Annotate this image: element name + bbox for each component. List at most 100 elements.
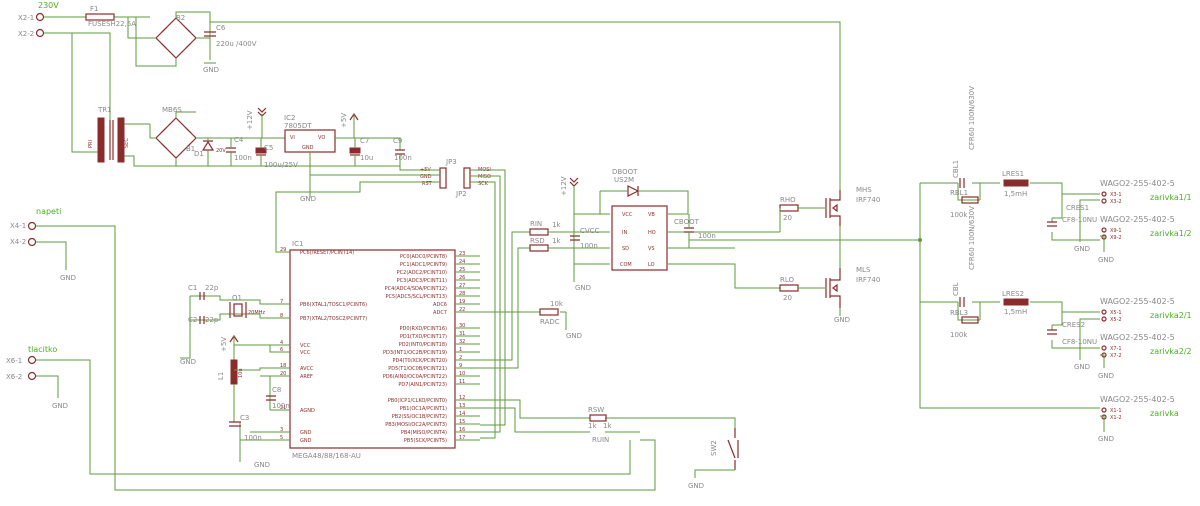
gnd-driver: GND (575, 284, 591, 292)
regulator-ic2: IC2 7805DT VI VO GND (284, 114, 336, 153)
ic1-pin-number: 18 (280, 363, 286, 369)
capacitor-c3: C3 100n (229, 414, 262, 442)
ic2-value: 7805DT (284, 122, 312, 130)
tr1-label: TR1 (97, 106, 112, 114)
cbl1-value: CFR60 100N/630V (968, 86, 976, 150)
ic1-pin-name: PC4(ADC4/SDA/PCINT12) (385, 286, 447, 292)
x2-1-label: X2-1 (18, 14, 34, 22)
gnd-out-2: GND (1098, 256, 1114, 264)
ruin-label: RUIN (592, 436, 609, 444)
cboot-value: 100n (698, 232, 716, 240)
ic1-label: IC1 (292, 240, 303, 248)
ic1-pin-name: AREF (300, 374, 313, 380)
ic1-pin-number: 23 (459, 251, 465, 257)
ic1-pin-name: PC5(ADC5/SCL/PCINT13) (386, 294, 448, 300)
ic1-pin-name: PD5(T1/OC0B/PCINT21) (388, 366, 447, 372)
ic1-pin-number: 10 (459, 371, 465, 377)
ic1-pin-name: PB1(OC1A/PCINT1) (400, 406, 447, 412)
ic1-pin-number: 2 (459, 355, 462, 361)
p5v-b-label: +5V (220, 337, 228, 352)
output-pin-1: X5-1 (1110, 310, 1122, 316)
ic1-pin-number: 25 (459, 267, 465, 273)
l1-value: 10u (238, 368, 244, 378)
ic1-pin-number: 5 (280, 435, 283, 441)
ic2-vi: VI (290, 135, 295, 141)
ic1-pin-name: AVCC (300, 366, 314, 372)
tlacitko-connector: tlacitko X6-1 X6-2 (6, 345, 57, 381)
rin-rsd-wires (548, 231, 610, 249)
capacitor-cvcc: CVCC 100n (570, 227, 600, 250)
gnd-crystal: GND (180, 358, 196, 366)
ic1-pin-name: VCC (300, 350, 311, 356)
rsd-label: RSD (530, 237, 545, 245)
gnd-ic2: GND (300, 195, 316, 203)
ic1-pin-name: PB0(ICP1/CLKO/PCINT0) (388, 398, 447, 404)
c3-label: C3 (240, 414, 249, 422)
ic1-pin-number: 4 (280, 340, 283, 346)
ic1-pin-name: PB2(SS/OC1B/PCINT2) (392, 414, 447, 420)
cvcc-value: 100n (580, 242, 598, 250)
jp-miso: MISO (478, 174, 491, 180)
crystal-wires (180, 295, 290, 359)
ic1-pin-number: 24 (459, 259, 465, 265)
resistor-rlo: RLO 20 (779, 276, 799, 302)
half-bridge-wires (688, 226, 920, 316)
ic1-pin-number: 3 (280, 427, 283, 433)
capacitor-cres1: CRES1 CF8-10NU (1047, 204, 1097, 227)
ic2-gnd: GND (302, 145, 314, 151)
c4-value: 100n (234, 154, 252, 162)
ic1-pin-name: PB7(XTAL2/TOSC2/PCINT7) (300, 316, 367, 322)
rbl1-label: RBL1 (950, 189, 968, 197)
mls-label: MLS (856, 266, 871, 274)
isp-header: JP3 JP2 +5V GND RST MOSI MISO SCK (420, 158, 491, 198)
p12v-a-label: +12V (246, 110, 254, 130)
ic1-pin-number: 13 (459, 403, 465, 409)
ic1-pin-name: PB4(MISO/PCINT4) (401, 430, 447, 436)
gnd-out-5: GND (1098, 435, 1114, 443)
us2-ho: HO (648, 230, 656, 236)
rlo-value: 20 (783, 294, 792, 302)
capacitor-c7: C7 10u (349, 137, 373, 166)
output-gnd-wires (1079, 199, 1105, 432)
c1-value: 22p (205, 284, 219, 292)
ic1-pin-number: 11 (459, 379, 465, 385)
sw2-label: SW2 (710, 440, 718, 456)
cres1-label: CRES1 (1066, 204, 1089, 212)
lres1-value: 1,5mH (1004, 190, 1027, 198)
output-terminal-icon (1101, 198, 1107, 204)
mosfet-mhs: MHS IRF740 (825, 186, 880, 226)
x4-2-label: X4-2 (10, 238, 26, 246)
tlacitko-wires (36, 359, 631, 475)
ic2-vo: VO (318, 135, 325, 141)
q1-value: 20MHz (248, 310, 265, 316)
output-bus (919, 240, 1100, 409)
cbl-value: CFR60 100N/630V (968, 206, 976, 270)
ic1-pin-name: GND (300, 438, 312, 444)
output-label: zarivka2/2 (1150, 347, 1192, 356)
q1-label: Q1 (232, 294, 242, 302)
jp-sck: SCK (478, 181, 489, 187)
inductor-lres2: LRES2 1,5mH (1002, 290, 1029, 316)
c8-value: 100n (272, 402, 290, 410)
us2-com: COM (620, 262, 632, 268)
capacitor-cbl: CBL CFR60 100N/630V (952, 206, 976, 307)
jp-gnd: GND (420, 174, 432, 180)
cbl-label: CBL (952, 282, 960, 296)
output-pin-2: X9-2 (1110, 235, 1122, 241)
resistor-rho: RHO 20 (779, 196, 799, 222)
transformer-tr1: TR1 PRI SEC (88, 106, 130, 163)
resistor-rsw: RSW 1k (588, 406, 607, 430)
ic1-pin-name: PC3(ADC3/PCINT11) (397, 278, 447, 284)
c7-value: 10u (360, 154, 373, 162)
output-pin-2: X3-2 (1110, 199, 1122, 205)
ic1-pin-number: 30 (459, 323, 465, 329)
jp-rst: RST (422, 181, 433, 187)
resistor-rbl1: RBL1 100k (950, 189, 979, 219)
output-label: zarivka1/2 (1150, 229, 1192, 238)
ic1-pin-name: ADC6 (433, 302, 447, 308)
x6-1-label: X6-1 (6, 357, 22, 365)
ic1-pin-number: 32 (459, 339, 465, 345)
switch-sw2: SW2 (710, 428, 739, 470)
c8-label: C8 (272, 386, 281, 394)
